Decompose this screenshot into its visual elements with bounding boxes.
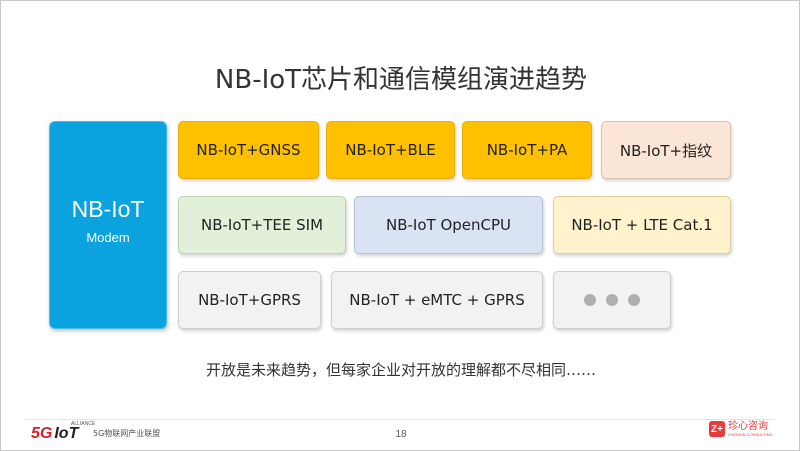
brand-en: ZHENXIN CONSULTING	[728, 432, 773, 437]
chip-more	[553, 271, 671, 329]
footnote-text: 开放是未来趋势，但每家企业对开放的理解都不尽相同……	[205, 361, 596, 379]
slide-title: NB-IoT芯片和通信模组演进趋势	[214, 65, 588, 95]
5giot-logo: 5G IoT ALLIANCE	[31, 421, 96, 442]
alliance-name: 5G物联网产业联盟	[93, 429, 161, 438]
chip-gprs: NB-IoT+GPRS	[178, 271, 321, 329]
modem-box: NB-IoT Modem	[49, 121, 167, 329]
chip-fingerprint: NB-IoT+指纹	[601, 121, 731, 179]
ellipsis-dots-icon	[584, 294, 640, 306]
chip-emtc-gprs: NB-IoT + eMTC + GPRS	[331, 271, 543, 329]
modem-sub: Modem	[86, 230, 130, 245]
chip-ble: NB-IoT+BLE	[326, 121, 455, 179]
chip-gnss: NB-IoT+GNSS	[178, 121, 319, 179]
zhenxin-mark-icon: Z+	[709, 421, 725, 437]
chip-lte-cat1: NB-IoT + LTE Cat.1	[553, 196, 731, 254]
zhenxin-logo: Z+ 珍心咨询 ZHENXIN CONSULTING	[709, 421, 773, 437]
footer-divider	[25, 419, 775, 420]
page-number: 18	[395, 429, 407, 440]
chip-tee-sim: NB-IoT+TEE SIM	[178, 196, 346, 254]
brand-cn: 珍心咨询	[728, 421, 768, 432]
chip-opencpu: NB-IoT OpenCPU	[354, 196, 543, 254]
modem-name: NB-IoT	[71, 196, 145, 222]
chip-pa: NB-IoT+PA	[462, 121, 592, 179]
